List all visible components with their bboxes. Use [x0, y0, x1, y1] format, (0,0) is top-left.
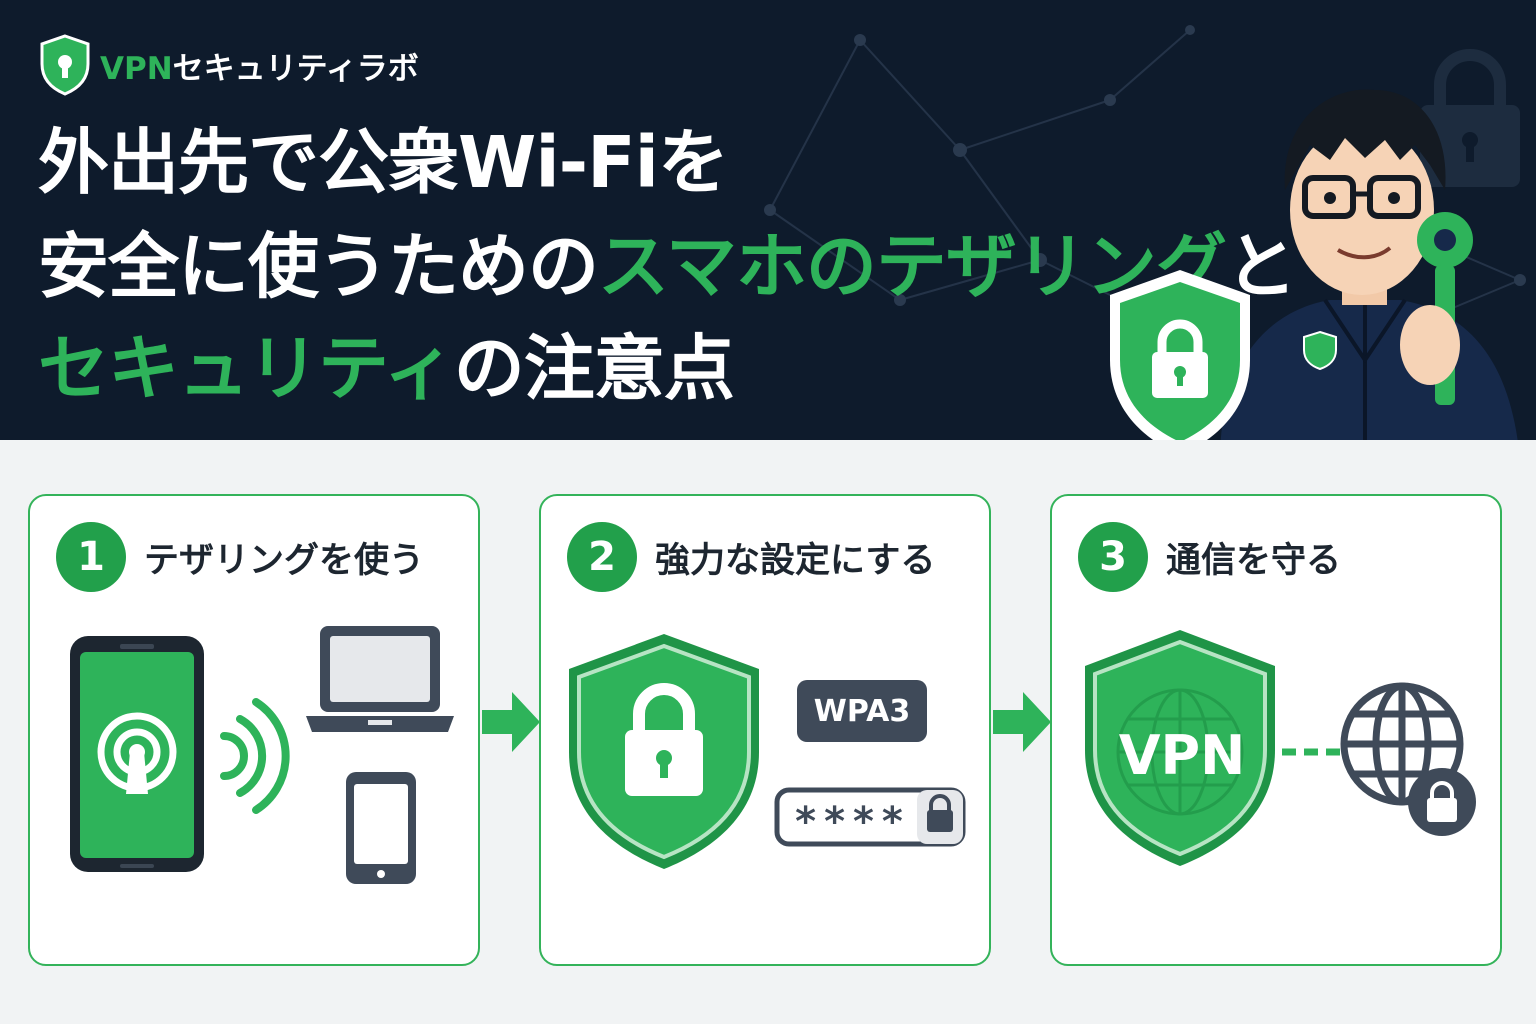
brand-name: セキュリティラボ — [172, 50, 419, 87]
hero-header: VPNセキュリティラボ 外出先で公衆Wi-Fiを 安全に使うためのスマホのテザリ… — [0, 0, 1536, 440]
shield-lock-icon — [569, 634, 759, 869]
character-illustration — [1110, 89, 1518, 440]
phone-hotspot-icon — [70, 636, 204, 872]
brand-logo: VPNセキュリティラボ — [38, 34, 419, 96]
headline-line-3: セキュリティの注意点 — [38, 324, 735, 414]
step-number: 1 — [56, 522, 126, 592]
arrow-right-icon — [993, 692, 1051, 752]
step-2-illustration — [569, 634, 966, 869]
headline-highlight: セキュリティ — [38, 327, 455, 410]
step-3-illustration — [1085, 630, 1476, 866]
laptop-icon — [306, 626, 454, 732]
password-field-icon — [774, 787, 966, 847]
step-card-3: 3 通信を守る VPN — [1050, 494, 1502, 966]
step-card-1: 1 テザリングを使う — [28, 494, 480, 966]
step-header: 3 通信を守る — [1078, 522, 1341, 592]
wpa3-badge — [797, 680, 927, 742]
arrow-right-icon — [482, 692, 540, 752]
step-1-illustration — [70, 626, 454, 884]
shield-lock-icon — [40, 34, 90, 96]
vpn-label: VPN — [1118, 723, 1246, 787]
password-mask: **** — [795, 799, 911, 845]
step-number: 2 — [567, 522, 637, 592]
brand-prefix: VPN — [100, 50, 173, 87]
headline-line-1: 外出先で公衆Wi-Fiを — [38, 118, 729, 208]
step-title: 通信を守る — [1166, 540, 1342, 581]
step-title: テザリングを使う — [144, 540, 425, 581]
step-header: 2 強力な設定にする — [567, 522, 935, 592]
step-title: 強力な設定にする — [655, 540, 936, 581]
headline-text: の注意点 — [453, 327, 735, 410]
step-header: 1 テザリングを使う — [56, 522, 424, 592]
step-card-2: 2 強力な設定にする WPA3 **** — [539, 494, 991, 966]
vpn-shield-icon — [1085, 630, 1275, 866]
wpa3-label: WPA3 — [813, 693, 911, 729]
step-number: 3 — [1078, 522, 1148, 592]
wifi-waves-icon — [220, 698, 290, 814]
headline-text: 安全に使うための — [38, 225, 599, 308]
headline-text: 外出先で公衆Wi-Fiを — [38, 121, 729, 204]
tablet-icon — [346, 772, 416, 884]
